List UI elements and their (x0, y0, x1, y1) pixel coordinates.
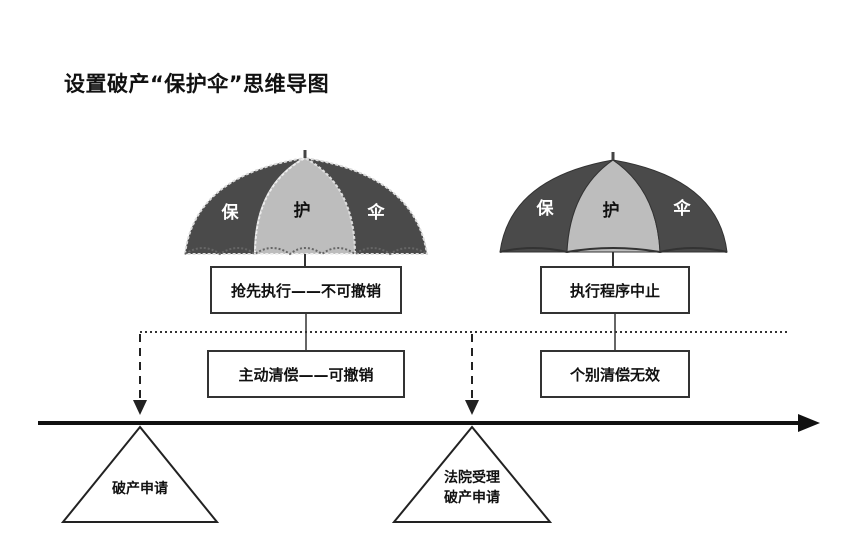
right-umbrella-edge (499, 247, 728, 254)
triangle-court-accepted (391, 425, 553, 523)
triangle-bankruptcy-application (60, 425, 220, 523)
left-umbrella-scallop-edge (184, 247, 428, 256)
right-arrow-head (465, 400, 479, 415)
left-umbrella-char-2: 护 (294, 200, 311, 221)
label-bankruptcy-application: 破产申请 (112, 481, 168, 497)
left-umbrella (183, 150, 429, 268)
label-court-accepted: 法院受理 破产申请 (432, 468, 512, 508)
left-umbrella-char-3: 伞 (367, 202, 386, 223)
left-umbrella-light-center (253, 156, 357, 255)
timeline-arrow-head (798, 414, 820, 432)
right-umbrella-char-1: 保 (536, 198, 555, 219)
page-title: 设置破产“保护伞”思维导图 (64, 72, 330, 96)
label-court-accepted-line2: 破产申请 (444, 490, 500, 506)
right-umbrella-dark-right (612, 159, 728, 253)
label-court-accepted-line1: 法院受理 (444, 470, 500, 486)
box-preemptive-execution: 抢先执行——不可撤销 (210, 266, 402, 314)
right-umbrella-char-2: 护 (603, 200, 620, 221)
left-umbrella-dark-right (304, 157, 429, 255)
box-individual-repayment-invalid: 个别清偿无效 (540, 350, 690, 398)
left-umbrella-char-1: 保 (221, 202, 240, 223)
box-execution-suspended: 执行程序中止 (540, 266, 690, 314)
right-umbrella (499, 152, 728, 268)
right-umbrella-char-3: 伞 (673, 198, 692, 219)
box-active-repayment: 主动清偿——可撤销 (207, 350, 405, 398)
left-arrow-head (133, 400, 147, 415)
